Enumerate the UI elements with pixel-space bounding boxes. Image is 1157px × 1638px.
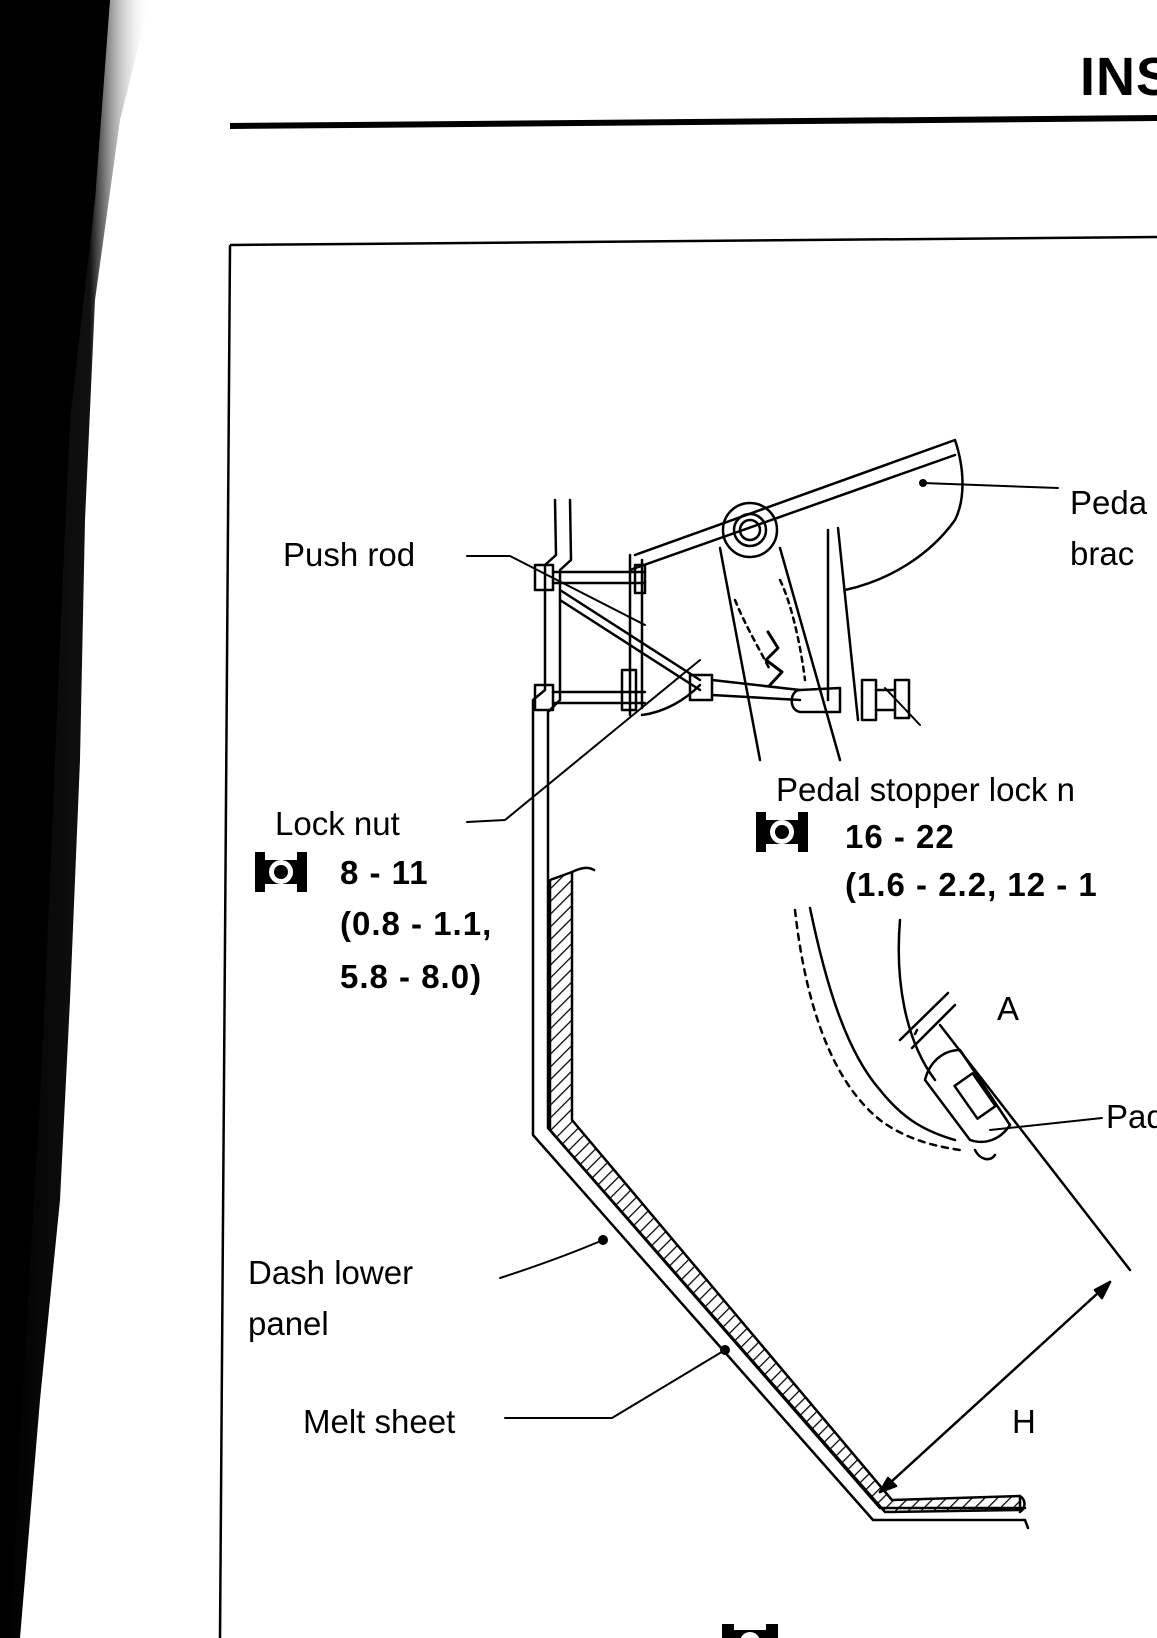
label-stopper-torque-nm: 16 - 22 (845, 818, 955, 855)
label-lock-nut: Lock nut (275, 805, 400, 842)
label-lock-nut-torque-kgm: (0.8 - 1.1, (340, 905, 493, 942)
label-dash-lower-panel-line2: panel (248, 1305, 329, 1342)
label-lock-nut-torque-ftlb: 5.8 - 8.0) (340, 958, 483, 995)
label-push-rod: Push rod (283, 536, 416, 573)
label-dash-lower-panel-line1: Dash lower (248, 1254, 414, 1291)
mounting-bolts (533, 563, 647, 712)
torque-icon (255, 852, 307, 892)
pedal-lever-lower (793, 906, 1012, 1161)
label-dimension-h: H (1012, 1403, 1036, 1440)
label-dimension-a: A (997, 990, 1020, 1027)
dimension-h (878, 1023, 1132, 1494)
label-pedal-bracket-line2: brac (1070, 535, 1135, 572)
pedal-arm (718, 501, 842, 762)
torque-icon (756, 812, 808, 852)
label-melt-sheet: Melt sheet (303, 1403, 456, 1440)
section-header: INS (1080, 47, 1157, 107)
label-lock-nut-torque-nm: 8 - 11 (340, 854, 429, 891)
torque-icon (722, 1624, 778, 1638)
label-pad: Pad (1106, 1098, 1157, 1135)
leader-lines (466, 479, 1103, 1419)
push-rod (558, 588, 802, 702)
label-pedal-stopper-lock-nut: Pedal stopper lock n (776, 771, 1076, 808)
pedal-stopper-bolt (790, 678, 911, 722)
label-pedal-bracket-line1: Peda (1070, 484, 1148, 521)
melt-sheet (548, 866, 1026, 1514)
label-stopper-torque-kgm: (1.6 - 2.2, 12 - 1 (845, 866, 1098, 903)
dimension-a (898, 991, 957, 1050)
